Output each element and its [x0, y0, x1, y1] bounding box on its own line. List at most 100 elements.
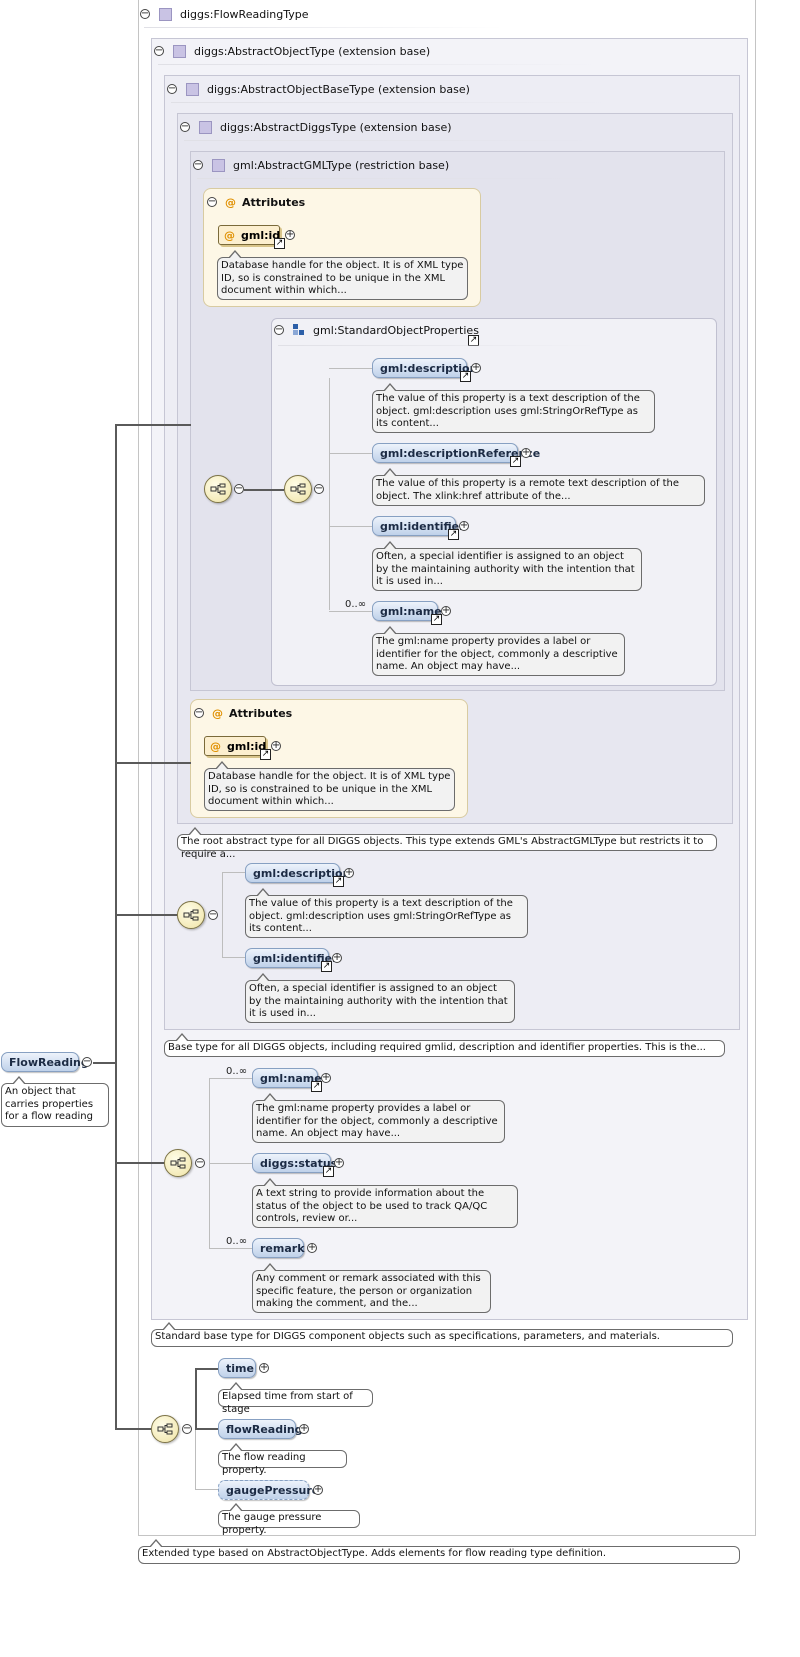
- branch-line: [209, 1163, 252, 1164]
- gml-description-element[interactable]: gml:description: [372, 358, 477, 378]
- multiplicity-label: 0..∞: [345, 599, 367, 610]
- expand-icon[interactable]: +: [521, 447, 531, 458]
- reference-arrow-icon[interactable]: ↗: [448, 529, 459, 540]
- collapse-icon[interactable]: −: [208, 909, 218, 920]
- reference-arrow-icon[interactable]: ↗: [321, 961, 332, 972]
- reference-arrow-icon[interactable]: ↗: [333, 876, 344, 887]
- expand-icon[interactable]: +: [334, 1157, 344, 1168]
- collapse-icon[interactable]: −: [194, 707, 204, 718]
- gml-description-element[interactable]: gml:description: [245, 863, 350, 883]
- multiplicity-label: 0..∞: [226, 1066, 248, 1077]
- expand-icon[interactable]: +: [441, 605, 451, 616]
- reference-arrow-icon[interactable]: ↗: [311, 1081, 322, 1092]
- flowreading-root-note: An object that carries properties for a …: [1, 1076, 109, 1127]
- gml-descriptionreference-element[interactable]: gml:descriptionReference: [372, 443, 540, 463]
- expand-icon[interactable]: +: [285, 229, 295, 240]
- sequence-compositor-icon[interactable]: [284, 475, 312, 503]
- branch-line: [209, 1078, 252, 1079]
- element-label: gml:name: [260, 1071, 322, 1085]
- collapse-icon[interactable]: −: [193, 159, 203, 170]
- expand-icon[interactable]: +: [299, 1423, 309, 1434]
- flowreadingtype-note: Extended type based on AbstractObjectTyp…: [138, 1539, 740, 1564]
- reference-arrow-icon[interactable]: ↗: [431, 614, 442, 625]
- expand-icon[interactable]: +: [471, 362, 481, 373]
- diggs-status-element[interactable]: diggs:status: [252, 1153, 337, 1173]
- collapse-icon[interactable]: −: [195, 1157, 205, 1168]
- expand-icon[interactable]: +: [459, 520, 469, 531]
- abstractobjectbasetype-header: − diggs:AbstractObjectBaseType (extensio…: [167, 81, 470, 97]
- element-label: time: [226, 1361, 254, 1375]
- branch-line: [195, 1368, 218, 1370]
- attributes-title: Attributes: [229, 706, 293, 720]
- gml-identifier-element[interactable]: gml:identifier: [245, 948, 338, 968]
- header-divider: [278, 345, 598, 346]
- type-name: diggs:FlowReadingType: [180, 7, 309, 21]
- abstractgmltype-header: − gml:AbstractGMLType (restriction base): [193, 157, 449, 173]
- sequence-compositor-icon[interactable]: [204, 475, 232, 503]
- gml-identifier-note: Often, a special identifier is assigned …: [372, 541, 642, 591]
- branch-line: [329, 378, 330, 610]
- flowreading-element[interactable]: flowReading: [218, 1419, 303, 1439]
- sequence-compositor-icon[interactable]: [164, 1149, 192, 1177]
- element-label: gml:description: [253, 866, 351, 880]
- expand-icon[interactable]: +: [271, 740, 281, 751]
- remark-element[interactable]: remark: [252, 1238, 305, 1258]
- gml-name-note: The gml:name property provides a label o…: [252, 1093, 505, 1143]
- expand-icon[interactable]: +: [259, 1362, 269, 1373]
- collapse-icon[interactable]: −: [167, 83, 177, 94]
- collapse-icon[interactable]: −: [234, 483, 244, 494]
- gml-id-attribute[interactable]: @ gml:id: [204, 736, 266, 756]
- expand-icon[interactable]: +: [344, 867, 354, 878]
- header-divider: [144, 27, 504, 28]
- header-divider: [197, 178, 607, 179]
- time-element[interactable]: time: [218, 1358, 256, 1378]
- branch-line: [222, 872, 245, 873]
- gml-name-note: The gml:name property provides a label o…: [372, 626, 625, 676]
- reference-arrow-icon[interactable]: ↗: [260, 749, 271, 760]
- element-label: gml:descriptionReference: [380, 446, 541, 460]
- collapse-icon[interactable]: −: [207, 196, 217, 207]
- expand-icon[interactable]: +: [307, 1242, 317, 1253]
- gaugepressure-note: The gauge pressure property.: [218, 1503, 360, 1536]
- complex-type-icon: [199, 120, 212, 134]
- attribute-at-icon: @: [225, 195, 236, 209]
- reference-arrow-icon[interactable]: ↗: [323, 1166, 334, 1177]
- collapse-icon[interactable]: −: [274, 324, 284, 335]
- gml-id-note: Database handle for the object. It is of…: [204, 761, 455, 811]
- reference-arrow-icon[interactable]: ↗: [460, 371, 471, 382]
- collapse-icon[interactable]: −: [314, 483, 324, 494]
- branch-line: [329, 526, 372, 527]
- header-divider: [158, 64, 598, 65]
- flowreading-root-element[interactable]: FlowReading: [1, 1052, 89, 1072]
- collapse-icon[interactable]: −: [182, 1423, 192, 1434]
- element-label: remark: [260, 1241, 305, 1255]
- trunk-line: [115, 424, 117, 1430]
- element-label: flowReading: [226, 1422, 303, 1436]
- expand-icon[interactable]: +: [321, 1072, 331, 1083]
- gml-name-element[interactable]: gml:name: [252, 1068, 322, 1088]
- element-label: diggs:status: [260, 1156, 338, 1170]
- expand-icon[interactable]: +: [332, 952, 342, 963]
- sequence-compositor-icon[interactable]: [177, 901, 205, 929]
- connector-line: [115, 424, 191, 426]
- branch-line: [222, 957, 245, 958]
- flowreadingtype-header: − diggs:FlowReadingType: [140, 6, 308, 22]
- connector-line: [93, 1062, 115, 1064]
- abstractobjecttype-note: Standard base type for DIGGS component o…: [151, 1322, 733, 1347]
- complex-type-icon: [212, 158, 225, 172]
- gaugepressure-element[interactable]: gaugePressure: [218, 1480, 319, 1500]
- collapse-icon[interactable]: −: [154, 45, 164, 56]
- gml-identifier-element[interactable]: gml:identifier: [372, 516, 465, 536]
- expand-icon[interactable]: +: [313, 1484, 323, 1495]
- attributes-header: − @ Attributes: [194, 705, 292, 721]
- gml-id-attribute[interactable]: @ gml:id: [218, 225, 280, 245]
- sequence-compositor-icon[interactable]: [151, 1415, 179, 1443]
- diggs-status-note: A text string to provide information abo…: [252, 1178, 518, 1228]
- reference-arrow-icon[interactable]: ↗: [510, 456, 521, 467]
- gml-name-element[interactable]: gml:name: [372, 601, 442, 621]
- collapse-icon[interactable]: −: [140, 8, 150, 19]
- collapse-icon[interactable]: −: [180, 121, 190, 132]
- branch-line: [222, 872, 223, 958]
- reference-arrow-icon[interactable]: ↗: [274, 238, 285, 249]
- collapse-icon[interactable]: −: [82, 1056, 92, 1067]
